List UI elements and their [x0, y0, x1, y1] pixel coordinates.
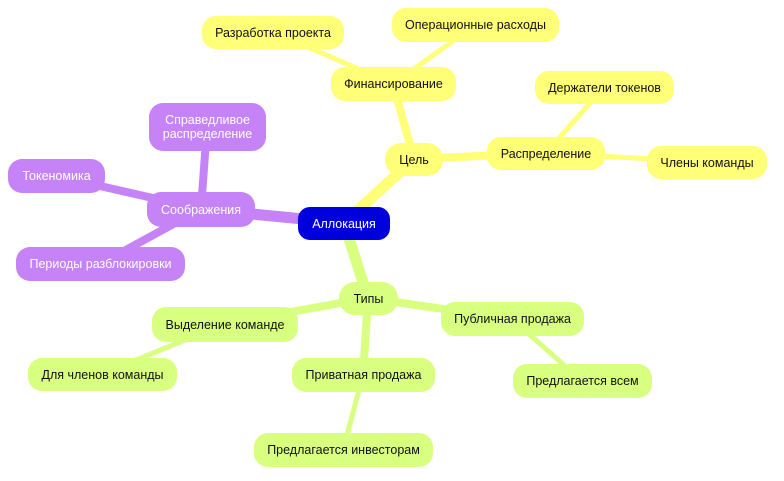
node-team-allocation-label: Выделение команде — [165, 317, 285, 332]
node-distribution-label: Распределение — [500, 146, 592, 161]
node-team-members-label: Члены команды — [660, 155, 754, 170]
node-distribution[interactable]: Распределение — [487, 137, 605, 170]
node-offered-to-investors[interactable]: Предлагается инвесторам — [254, 433, 433, 467]
node-public-sale-label: Публичная продажа — [454, 312, 571, 326]
node-private-sale-label: Приватная продажа — [305, 368, 422, 382]
node-operating-expenses-label: Операционные расходы — [405, 18, 546, 32]
node-tokenomics-label: Токеномика — [22, 169, 91, 183]
node-root-label: Аллокация — [312, 216, 376, 231]
node-offered-to-everyone[interactable]: Предлагается всем — [513, 364, 652, 398]
node-fair-distribution-label: Справедливое распределение — [162, 113, 253, 141]
node-considerations-label: Соображения — [161, 202, 241, 217]
node-goal[interactable]: Цель — [385, 143, 443, 176]
node-project-development[interactable]: Разработка проекта — [202, 16, 344, 49]
node-offered-to-everyone-label: Предлагается всем — [526, 374, 639, 388]
node-fair-distribution[interactable]: Справедливое распределение — [149, 103, 266, 151]
node-token-holders-label: Держатели токенов — [548, 80, 661, 95]
node-types-label: Типы — [353, 291, 384, 306]
node-financing[interactable]: Финансирование — [331, 67, 456, 101]
node-team-allocation[interactable]: Выделение команде — [152, 307, 298, 342]
node-unlock-periods[interactable]: Периоды разблокировки — [16, 247, 185, 281]
node-tokenomics[interactable]: Токеномика — [8, 159, 105, 193]
node-private-sale[interactable]: Приватная продажа — [292, 358, 435, 392]
node-considerations[interactable]: Соображения — [147, 192, 255, 227]
node-public-sale[interactable]: Публичная продажа — [441, 302, 584, 336]
node-types[interactable]: Типы — [339, 282, 398, 315]
node-for-team-members-label: Для членов команды — [41, 367, 164, 382]
node-financing-label: Финансирование — [344, 77, 443, 91]
node-team-members[interactable]: Члены команды — [647, 146, 767, 179]
node-offered-to-investors-label: Предлагается инвесторам — [267, 443, 420, 457]
node-unlock-periods-label: Периоды разблокировки — [29, 257, 172, 271]
node-operating-expenses[interactable]: Операционные расходы — [392, 8, 559, 42]
node-root[interactable]: Аллокация — [298, 207, 390, 240]
node-token-holders[interactable]: Держатели токенов — [535, 71, 674, 104]
node-goal-label: Цель — [399, 152, 429, 167]
node-for-team-members[interactable]: Для членов команды — [28, 358, 177, 391]
node-project-development-label: Разработка проекта — [215, 25, 331, 40]
